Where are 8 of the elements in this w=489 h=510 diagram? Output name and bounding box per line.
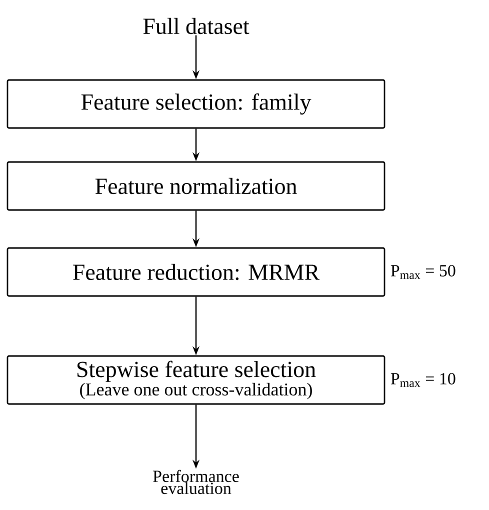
process-box: Feature normalization	[6, 161, 386, 211]
process-box: Feature reduction: MRMR	[6, 247, 386, 297]
text-label: Performance evaluation	[153, 470, 239, 494]
parameter-label: P$_{max}$ = 50	[390, 264, 456, 279]
parameter-label: P$_{max}$ = 10	[390, 373, 456, 387]
text-label: Full dataset	[143, 18, 250, 34]
process-box: Stepwise feature selection (Leave one out cross-validation)	[6, 355, 386, 405]
process-box: Feature selection: family	[6, 79, 386, 129]
